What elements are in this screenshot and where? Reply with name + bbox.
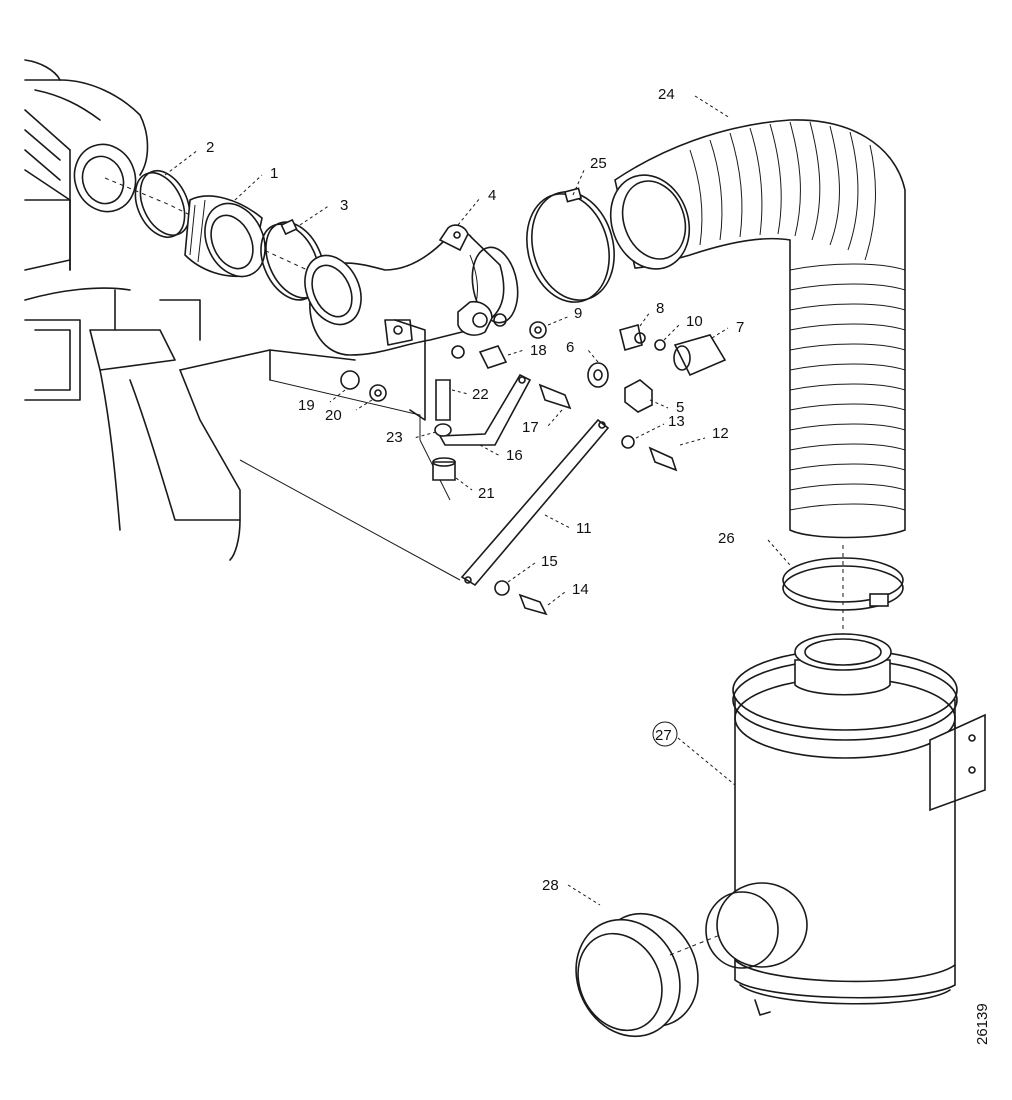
callout-20: 20: [325, 399, 373, 424]
callout-19: 19: [298, 389, 346, 414]
callout-label: 3: [340, 197, 348, 214]
callout-label: 21: [478, 485, 495, 502]
callout-22: 22: [451, 386, 489, 403]
corrugated-hose-24: [609, 119, 906, 539]
callout-13: 13: [635, 413, 685, 439]
callout-12: 12: [679, 425, 729, 446]
callout-label: 15: [541, 553, 558, 570]
callout-label: 28: [542, 877, 559, 894]
callout-label: 23: [386, 429, 403, 446]
callout-label: 4: [488, 187, 496, 204]
clamp-ring-2: [134, 170, 191, 238]
callout-label: 22: [472, 386, 489, 403]
callout-18: 18: [507, 342, 547, 359]
callout-26: 26: [718, 530, 791, 566]
end-cap-28: [575, 912, 699, 1038]
callout-21: 21: [455, 477, 495, 502]
engine-housing: [24, 59, 271, 561]
air-filter-housing-27: [705, 633, 986, 1016]
small-hardware: [340, 321, 727, 616]
callout-15: 15: [507, 553, 558, 583]
callout-label: 2: [206, 139, 214, 156]
callout-label: 27: [655, 727, 672, 744]
callout-7: 7: [711, 319, 744, 339]
callout-11: 11: [544, 514, 592, 537]
callout-6: 6: [566, 339, 599, 363]
callout-14: 14: [547, 581, 589, 606]
callout-8: 8: [639, 300, 664, 327]
callout-label: 6: [566, 339, 574, 356]
callout-label: 20: [325, 407, 342, 424]
clamp-3: [260, 218, 325, 301]
rubber-sleeve-1: [184, 195, 266, 278]
callout-label: 10: [686, 313, 703, 330]
callout-1: 1: [234, 165, 278, 201]
callout-label: 18: [530, 342, 547, 359]
callout-25: 25: [572, 155, 607, 196]
callout-label: 7: [736, 319, 744, 336]
callout-label: 12: [712, 425, 729, 442]
callout-label: 26: [718, 530, 735, 547]
callout-10: 10: [663, 313, 703, 341]
callout-label: 25: [590, 155, 607, 172]
callout-label: 19: [298, 397, 315, 414]
callout-label: 16: [506, 447, 523, 464]
callout-28: 28: [542, 877, 601, 906]
callout-label: 9: [574, 305, 582, 322]
callout-2: 2: [164, 139, 214, 176]
callout-24: 24: [658, 86, 731, 119]
callout-label: 1: [270, 165, 278, 182]
callout-3: 3: [299, 197, 348, 226]
callout-4: 4: [457, 187, 496, 226]
callout-label: 24: [658, 86, 675, 103]
callout-label: 11: [576, 520, 592, 537]
elbow-pipe-4: [304, 224, 519, 356]
drawing-number: 26139: [974, 1003, 991, 1045]
callout-label: 14: [572, 581, 589, 598]
callout-27: 27: [652, 721, 736, 786]
callout-23: 23: [386, 429, 437, 446]
callout-label: 8: [656, 300, 664, 317]
callout-label: 17: [522, 419, 539, 436]
callouts: 1 2 3 4 5 6 7 8: [164, 86, 791, 906]
callout-16: 16: [479, 444, 523, 464]
callout-label: 5: [676, 399, 684, 416]
callout-9: 9: [547, 305, 582, 326]
callout-label: 13: [668, 413, 685, 430]
callout-17: 17: [522, 409, 563, 436]
callout-5: 5: [649, 399, 684, 416]
hose-clamp-25: [526, 187, 615, 303]
